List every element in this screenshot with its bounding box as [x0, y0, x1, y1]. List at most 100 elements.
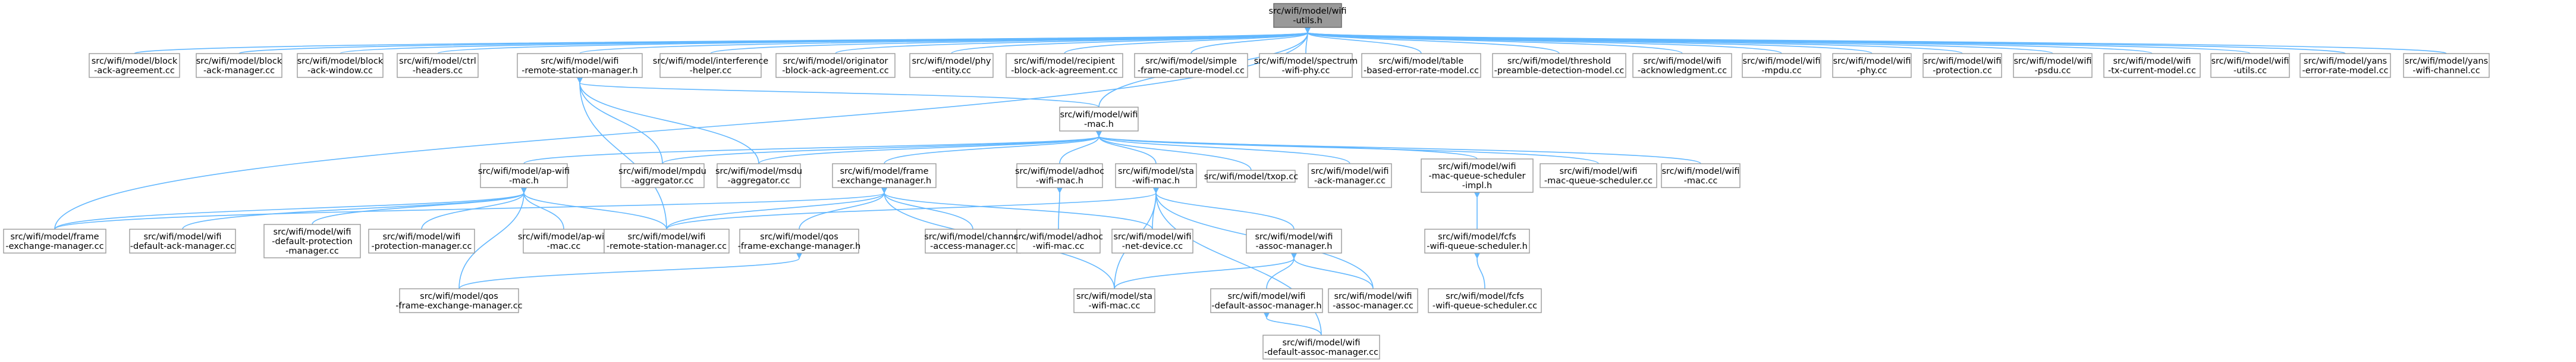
node-qos-frame-exchange-manager-cc[interactable]: src/wifi/model/qos-frame-exchange-manage…	[395, 288, 523, 313]
node-label-line: src/wifi/model/block	[196, 57, 282, 66]
node-label-line: -mac.cc	[1684, 176, 1718, 186]
node-wifi-mac-queue-scheduler-cc[interactable]: src/wifi/model/wifi-mac-queue-scheduler.…	[1540, 163, 1657, 188]
node-box	[1210, 288, 1323, 313]
node-originator-block-ack-agreement-cc[interactable]: src/wifi/model/originator-block-ack-agre…	[775, 53, 896, 78]
node-wifi-default-assoc-manager-h[interactable]: src/wifi/model/wifi-default-assoc-manage…	[1210, 288, 1323, 313]
node-box	[1134, 53, 1248, 78]
node-label-line: src/wifi/model/wifi	[2113, 57, 2191, 66]
edge-wifi-remote-station-manager-h-to-msdu-aggregator-cc	[576, 77, 759, 164]
node-adhoc-wifi-mac-cc[interactable]: src/wifi/model/adhoc-wifi-mac.cc	[1014, 229, 1103, 254]
node-label-line: src/wifi/model/wifi	[273, 227, 351, 237]
node-spectrum-wifi-phy-cc[interactable]: src/wifi/model/spectrum-wifi-phy.cc	[1254, 53, 1358, 78]
node-adhoc-wifi-mac-h[interactable]: src/wifi/model/adhoc-wifi-mac.h	[1015, 163, 1104, 188]
edge-frame-exchange-manager-h-to-wifi-remote-station-manager-cc	[666, 187, 888, 230]
node-wifi-net-device-cc[interactable]: src/wifi/model/wifi-net-device.cc	[1111, 229, 1193, 254]
node-qos-frame-exchange-manager-h[interactable]: src/wifi/model/qos-frame-exchange-manage…	[738, 229, 861, 254]
edge-wifi-remote-station-manager-h-to-wifi-remote-station-manager-cc	[576, 77, 667, 230]
node-label-line: -mac.cc	[547, 242, 581, 251]
node-phy-entity-cc[interactable]: src/wifi/model/phy-entity.cc	[909, 53, 994, 78]
node-label-line: -wifi-queue-scheduler.cc	[1432, 301, 1537, 311]
node-txop-cc[interactable]: src/wifi/model/txop.cc	[1204, 170, 1298, 183]
node-wifi-mac-cc[interactable]: src/wifi/model/wifi-mac.cc	[1661, 163, 1741, 188]
node-wifi-remote-station-manager-h[interactable]: src/wifi/model/wifi-remote-station-manag…	[517, 53, 643, 78]
node-msdu-aggregator-cc[interactable]: src/wifi/model/msdu-aggregator.cc	[715, 163, 802, 188]
node-label-line: src/wifi/model/wifi	[1268, 7, 1346, 16]
node-wifi-psdu-cc[interactable]: src/wifi/model/wifi-psdu.cc	[2013, 53, 2093, 78]
node-ap-wifi-mac-h[interactable]: src/wifi/model/ap-wifi-mac.h	[478, 163, 570, 188]
node-root[interactable]: src/wifi/model/wifi-utils.h	[1268, 3, 1347, 28]
edge-sta-wifi-mac-h-to-wifi-default-assoc-manager-cc	[1152, 187, 1322, 336]
node-label-line: -based-error-rate-model.cc	[1364, 66, 1479, 76]
node-wifi-acknowledgment-cc[interactable]: src/wifi/model/wifi-acknowledgment.cc	[1632, 53, 1732, 78]
node-label-line: src/wifi/model/wifi	[1661, 167, 1739, 176]
node-wifi-default-assoc-manager-cc[interactable]: src/wifi/model/wifi-default-assoc-manage…	[1262, 335, 1380, 360]
node-box	[775, 53, 896, 78]
node-wifi-utils-cc[interactable]: src/wifi/model/wifi-utils.cc	[2210, 53, 2290, 78]
node-wifi-phy-cc[interactable]: src/wifi/model/wifi-phy.cc	[1832, 53, 1912, 78]
node-box	[1262, 335, 1380, 360]
node-frame-exchange-manager-cc[interactable]: src/wifi/model/frame-exchange-manager.cc	[3, 229, 106, 254]
node-table-based-error-rate-model-cc[interactable]: src/wifi/model/table-based-error-rate-mo…	[1361, 53, 1481, 78]
node-label-line: src/wifi/model/wifi	[1923, 57, 2001, 66]
node-label-line: -default-assoc-manager.h	[1211, 301, 1321, 311]
node-box	[739, 229, 859, 254]
node-box	[1273, 3, 1342, 28]
node-wifi-mac-queue-scheduler-impl-h[interactable]: src/wifi/model/wifi-mac-queue-scheduler-…	[1421, 158, 1534, 193]
node-threshold-preamble-detection-model-cc[interactable]: src/wifi/model/threshold-preamble-detect…	[1492, 53, 1626, 78]
node-sta-wifi-mac-cc[interactable]: src/wifi/model/sta-wifi-mac.cc	[1073, 288, 1155, 313]
node-box	[925, 229, 1021, 254]
node-box	[717, 163, 801, 188]
node-wifi-default-protection-manager-cc[interactable]: src/wifi/model/wifi-default-protection-m…	[263, 224, 361, 258]
node-label-line: -remote-station-manager.h	[522, 66, 637, 76]
node-label-line: -exchange-manager.h	[837, 176, 931, 186]
node-wifi-default-ack-manager-cc[interactable]: src/wifi/model/wifi-default-ack-manager.…	[129, 229, 236, 254]
node-block-ack-agreement-cc[interactable]: src/wifi/model/block-ack-agreement.cc	[89, 53, 180, 78]
node-wifi-tx-current-model-cc[interactable]: src/wifi/model/wifi-tx-current-model.cc	[2103, 53, 2201, 78]
node-wifi-ack-manager-cc[interactable]: src/wifi/model/wifi-ack-manager.cc	[1308, 163, 1392, 188]
node-box	[1073, 288, 1155, 313]
node-box	[1632, 53, 1732, 78]
node-wifi-assoc-manager-cc[interactable]: src/wifi/model/wifi-assoc-manager.cc	[1328, 288, 1418, 313]
node-yans-error-rate-model-cc[interactable]: src/wifi/model/yans-error-rate-model.cc	[2299, 53, 2391, 78]
node-label-line: src/wifi/model/wifi	[1311, 167, 1388, 176]
edge-wifi-mac-h-to-wifi-ack-manager-cc	[1095, 130, 1350, 164]
edge-root-to-recipient-block-ack-agreement-cc	[1064, 27, 1311, 54]
edge-ap-wifi-mac-h-to-wifi-remote-station-manager-cc	[520, 187, 667, 230]
node-fcfs-wifi-queue-scheduler-h[interactable]: src/wifi/model/fcfs-wifi-queue-scheduler…	[1424, 229, 1530, 254]
node-wifi-assoc-manager-h[interactable]: src/wifi/model/wifi-assoc-manager.h	[1246, 229, 1342, 254]
node-wifi-mpdu-cc[interactable]: src/wifi/model/wifi-mpdu.cc	[1742, 53, 1821, 78]
node-box	[1922, 53, 2002, 78]
node-mpdu-aggregator-cc[interactable]: src/wifi/model/mpdu-aggregator.cc	[618, 163, 706, 188]
node-label-line: -net-device.cc	[1122, 242, 1183, 251]
edge-qos-frame-exchange-manager-h-to-qos-frame-exchange-manager-cc	[458, 252, 803, 289]
node-wifi-mac-h[interactable]: src/wifi/model/wifi-mac.h	[1059, 107, 1139, 132]
node-label-line: src/wifi/model/recipient	[1014, 57, 1115, 66]
edge-wifi-remote-station-manager-h-to-wifi-mac-h	[576, 77, 1099, 108]
node-block-ack-window-cc[interactable]: src/wifi/model/block-ack-window.cc	[297, 53, 384, 78]
node-label-line: -ack-window.cc	[307, 66, 373, 76]
node-wifi-protection-manager-cc[interactable]: src/wifi/model/wifi-protection-manager.c…	[368, 229, 475, 254]
edge-wifi-mac-h-to-frame-exchange-manager-h	[884, 130, 1102, 164]
node-wifi-remote-station-manager-cc[interactable]: src/wifi/model/wifi-remote-station-manag…	[604, 229, 730, 254]
node-ctrl-headers-cc[interactable]: src/wifi/model/ctrl-headers.cc	[397, 53, 479, 78]
node-label-line: src/wifi/model/yans	[2304, 57, 2387, 66]
node-box	[909, 53, 994, 78]
node-frame-exchange-manager-h[interactable]: src/wifi/model/frame-exchange-manager.h	[832, 163, 937, 188]
node-interference-helper-cc[interactable]: src/wifi/model/interference-helper.cc	[653, 53, 769, 78]
node-block-ack-manager-cc[interactable]: src/wifi/model/block-ack-manager.cc	[196, 53, 282, 78]
node-label-line: src/wifi/model/msdu	[715, 167, 802, 176]
node-box	[659, 53, 762, 78]
node-recipient-block-ack-agreement-cc[interactable]: src/wifi/model/recipient-block-ack-agree…	[1006, 53, 1123, 78]
node-sta-wifi-mac-h[interactable]: src/wifi/model/sta-wifi-mac.h	[1115, 163, 1197, 188]
node-label-line: src/wifi/model/fcfs	[1438, 232, 1516, 242]
node-label-line: src/wifi/model/wifi	[1334, 292, 1412, 301]
node-fcfs-wifi-queue-scheduler-cc[interactable]: src/wifi/model/fcfs-wifi-queue-scheduler…	[1428, 288, 1542, 313]
node-simple-frame-capture-model-cc[interactable]: src/wifi/model/simple-frame-capture-mode…	[1134, 53, 1248, 78]
node-ap-wifi-mac-cc[interactable]: src/wifi/model/ap-wifi-mac.cc	[518, 229, 610, 254]
node-channel-access-manager-cc[interactable]: src/wifi/model/channel-access-manager.cc	[924, 229, 1022, 254]
edge-root-to-yans-wifi-channel-cc	[1303, 27, 2447, 54]
node-box	[2103, 53, 2201, 78]
node-yans-wifi-channel-cc[interactable]: src/wifi/model/yans-wifi-channel.cc	[2403, 53, 2490, 78]
node-wifi-protection-cc[interactable]: src/wifi/model/wifi-protection.cc	[1922, 53, 2002, 78]
